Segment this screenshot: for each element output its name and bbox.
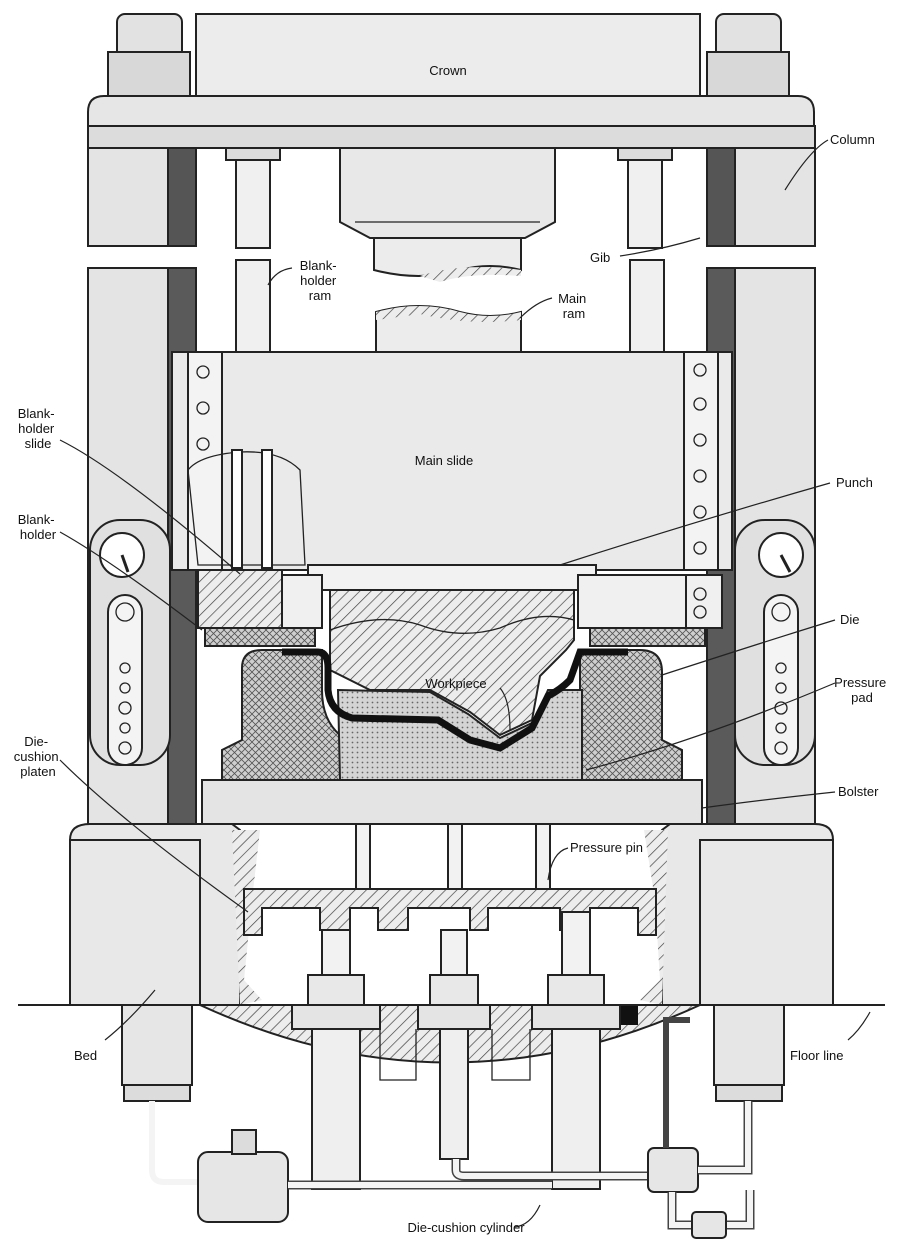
label-blankholder-ram: Blank- holder ram: [300, 258, 340, 303]
label-punch: Punch: [836, 475, 873, 490]
label-column: Column: [830, 132, 875, 147]
label-main-slide: Main slide: [415, 453, 474, 468]
label-die-cushion-platen: Die- cushion platen: [14, 734, 62, 779]
main-slide: [172, 352, 732, 590]
ram-housing: [340, 148, 555, 282]
bolster: [202, 780, 702, 824]
cylinder-left: [292, 930, 380, 1189]
label-die: Die: [840, 612, 860, 627]
label-floor-line: Floor line: [790, 1048, 843, 1063]
right-gauge-panel: [759, 533, 803, 765]
pressure-pins: [356, 824, 550, 889]
label-pressure-pin: Pressure pin: [570, 840, 643, 855]
label-bed: Bed: [74, 1048, 97, 1063]
label-blankholder: Blank- holder: [18, 512, 58, 542]
label-crown: Crown: [429, 63, 467, 78]
label-die-cushion-cylinder: Die-cushion cylinder: [407, 1220, 525, 1235]
label-workpiece: Workpiece: [425, 676, 486, 691]
label-bolster: Bolster: [838, 784, 879, 799]
die-cushion-cylinders: [292, 912, 620, 1189]
label-main-ram: Main ram: [558, 291, 590, 321]
label-blankholder-slide: Blank- holder slide: [18, 406, 58, 451]
label-pressure-pad: Pressure pad: [834, 675, 890, 705]
die-cushion-platen: [244, 889, 656, 935]
label-gib: Gib: [590, 250, 610, 265]
crown: [88, 14, 815, 148]
